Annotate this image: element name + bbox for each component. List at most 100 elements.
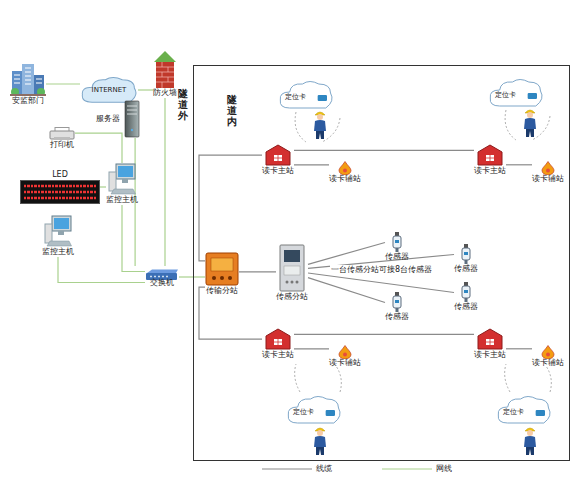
firewall-icon-graphic [154, 50, 176, 88]
node-label: 服务器 [96, 114, 120, 124]
node-label: 读卡主站 [262, 350, 294, 360]
worker-figure [314, 110, 536, 455]
building-icon-icon [10, 62, 46, 96]
reader-aux-station-icon [338, 160, 352, 174]
internet-cloud: INTERNET [80, 76, 138, 104]
network-switch-icon [145, 266, 179, 278]
monitor-host-icon [108, 163, 136, 195]
node-label: 防火墙 [153, 88, 177, 98]
server-icon-graphic [122, 100, 142, 138]
note-label: 一台传感分站可接8台传感器 [330, 265, 433, 275]
monitor-host-graphic [108, 163, 136, 195]
signal-cable [294, 348, 329, 349]
network-cable [138, 89, 153, 90]
node-label: 读卡辅站 [532, 358, 564, 368]
reader-aux-station-icon [541, 160, 555, 174]
signal-cable [239, 271, 276, 272]
legend-item: 网线 [382, 464, 452, 474]
network-cable [58, 257, 145, 283]
node-label: 传感器 [454, 264, 478, 274]
signal-cable [506, 348, 532, 349]
reader-aux-station: 读卡辅站 [532, 160, 564, 184]
cloud-label: INTERNET [92, 85, 127, 95]
reader-aux-station-icon [338, 344, 352, 358]
node-label: LED [52, 170, 68, 180]
printer-icon-graphic [49, 127, 75, 141]
led-screen-graphic [20, 180, 100, 204]
sensor-device-icon [460, 282, 472, 302]
reader-aux-station-graphic [338, 161, 352, 175]
network-switch: 交换机 [145, 266, 179, 288]
reader-aux-station: 读卡辅站 [532, 344, 564, 368]
reader-main-station-icon [265, 144, 291, 166]
signal-cable [199, 155, 262, 261]
legend-line-sample [382, 466, 432, 472]
reader-main-station: 读卡主站 [262, 328, 294, 360]
reader-aux-station-graphic [338, 345, 352, 359]
reader-main-station-graphic [477, 328, 503, 350]
reader-main-station-graphic [265, 328, 291, 350]
sensor-device-graphic [391, 292, 403, 312]
node-label: 传感器 [385, 252, 409, 262]
network-cable [75, 133, 122, 163]
node-label: 读卡辅站 [532, 174, 564, 184]
firewall-icon-icon [154, 50, 176, 88]
transmission-substation-icon [205, 252, 239, 286]
printer-icon-icon [49, 126, 75, 140]
network-cable [164, 98, 165, 266]
locator-card-cloud: 定位卡 [488, 78, 544, 108]
sensor-device-graphic [391, 232, 403, 252]
network-cable [100, 186, 106, 187]
signal-cable [199, 287, 262, 339]
legend-line-sample [262, 466, 312, 472]
monitor-host-icon [44, 215, 72, 247]
reader-main-station-icon [477, 144, 503, 166]
network-cable [122, 205, 145, 272]
building-icon: 安监部门 [10, 62, 46, 106]
network-cable [179, 276, 205, 277]
reader-aux-station-graphic [541, 345, 555, 359]
node-label: 打印机 [50, 140, 74, 150]
reader-main-station: 读卡主站 [474, 328, 506, 360]
node-label: 读卡主站 [474, 350, 506, 360]
node-label: 传感分站 [276, 292, 308, 302]
sensor-substation-icon [279, 244, 305, 292]
reader-main-station-graphic [265, 144, 291, 166]
transmission-substation: 传输分站 [205, 252, 239, 296]
monitor-host-graphic [44, 215, 72, 247]
sensor-device: 传感器 [385, 292, 409, 322]
node-label: 监控主机 [42, 247, 74, 257]
legend-text: 网线 [436, 464, 452, 474]
locator-card-cloud: 定位卡 [286, 395, 342, 425]
signal-cable [506, 164, 532, 165]
printer-icon: 打印机 [49, 126, 75, 150]
node-label: 读卡主站 [262, 166, 294, 176]
legend-item: 线缆 [262, 464, 332, 474]
reader-aux-station: 读卡辅站 [329, 344, 361, 368]
locator-card-cloud: 定位卡 [496, 395, 552, 425]
reader-main-station: 读卡主站 [474, 144, 506, 176]
signal-cable [308, 278, 385, 303]
server-icon-icon [122, 100, 142, 138]
card-label: 定位卡 [285, 92, 306, 102]
area-label: 隧道外 [178, 88, 188, 121]
reader-main-station: 读卡主站 [262, 144, 294, 176]
reader-aux-station-graphic [541, 161, 555, 175]
sensor-substation: 传感分站 [276, 244, 308, 302]
sensor-device: 传感器 [454, 282, 478, 312]
legend: 线缆 网线 [262, 464, 452, 474]
legend-text: 线缆 [316, 464, 332, 474]
sensor-substation-graphic [279, 244, 305, 292]
node-label: 传输分站 [206, 286, 238, 296]
signal-cable [308, 273, 454, 293]
sensor-device-icon [460, 244, 472, 264]
node-label: 传感器 [454, 302, 478, 312]
signal-cable [294, 150, 474, 151]
led-screen: LED [20, 170, 100, 204]
led-screen-icon [20, 180, 100, 204]
node-label: 读卡辅站 [329, 174, 361, 184]
building-icon-graphic [10, 62, 46, 96]
sensor-device-graphic [460, 282, 472, 302]
reader-main-station-icon [265, 328, 291, 350]
